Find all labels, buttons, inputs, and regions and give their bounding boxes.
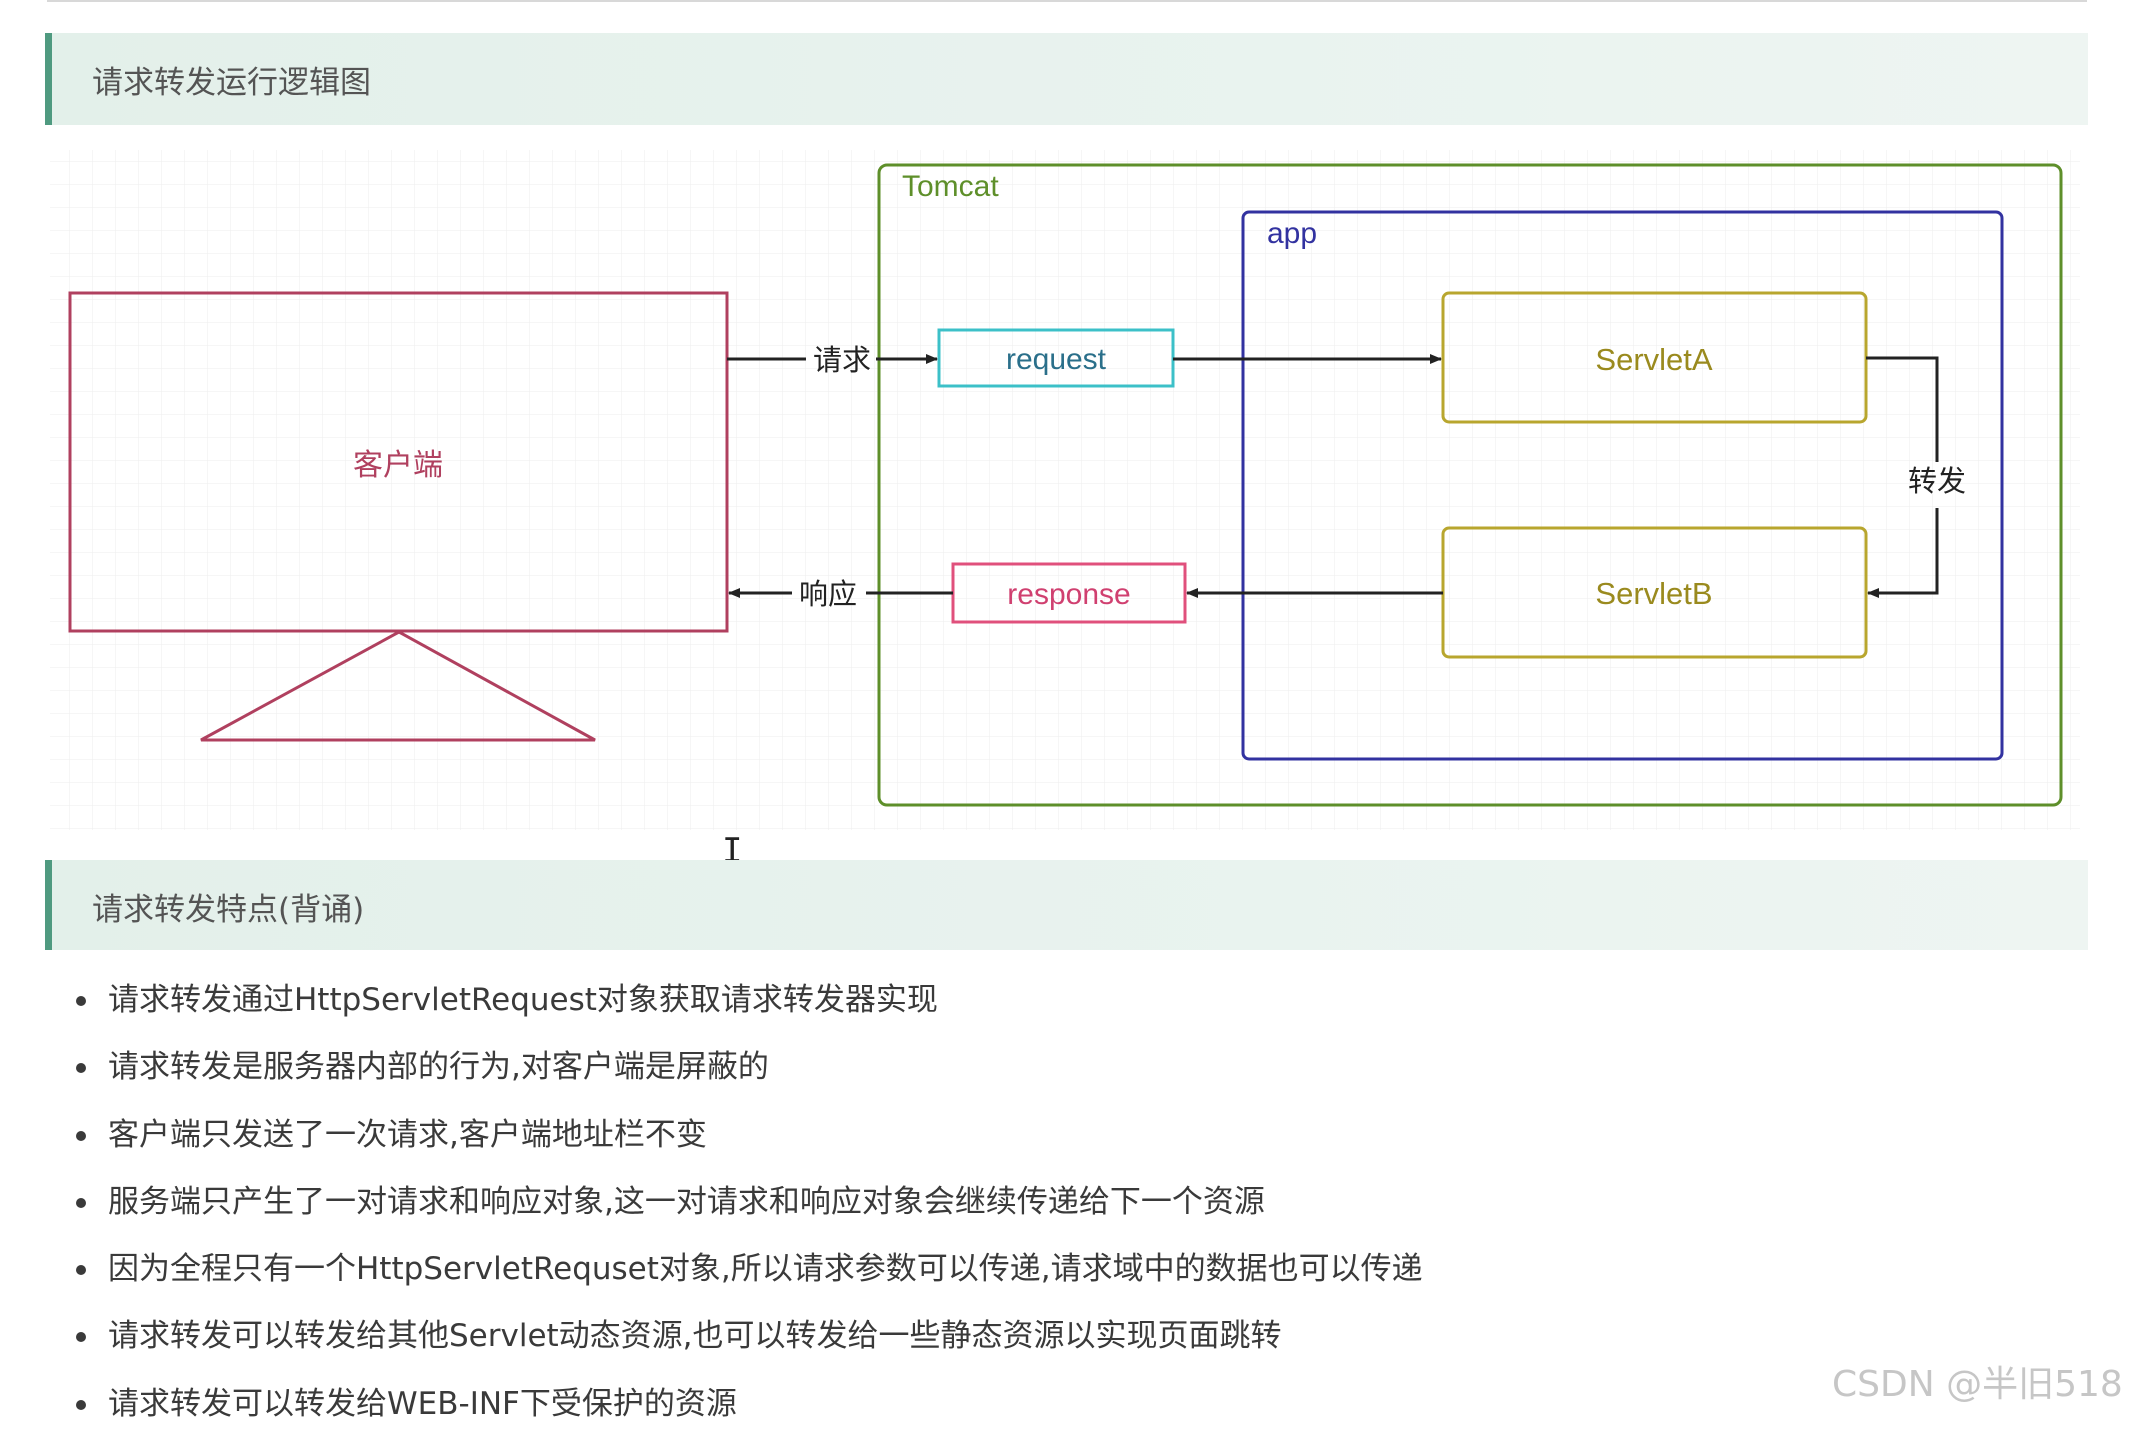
tomcat-label: Tomcat — [902, 170, 999, 203]
section-header-features: 请求转发特点(背诵) — [45, 860, 2088, 950]
list-item: 服务端只产生了一对请求和响应对象,这一对请求和响应对象会继续传递给下一个资源 — [70, 1177, 1423, 1244]
section-title: 请求转发运行逻辑图 — [92, 65, 371, 101]
forward-edge-label: 转发 — [1908, 464, 1966, 498]
list-item: 请求转发可以转发给其他Servlet动态资源,也可以转发给一些静态资源以实现页面… — [70, 1311, 1423, 1378]
feature-list: 请求转发通过HttpServletRequest对象获取请求转发器实现 请求转发… — [70, 975, 1423, 1446]
list-item: 请求转发通过HttpServletRequest对象获取请求转发器实现 — [70, 975, 1423, 1042]
servlet-b-label: ServletB — [1595, 576, 1712, 611]
list-item: 请求转发是服务器内部的行为,对客户端是屏蔽的 — [70, 1042, 1423, 1109]
app-label: app — [1267, 217, 1317, 250]
tomcat-container — [877, 163, 2063, 807]
forwarding-logic-diagram: Tomcat app 客户端 request response ServletA… — [50, 150, 2080, 830]
servlet-a-label: ServletA — [1595, 342, 1712, 377]
top-divider — [47, 0, 2087, 2]
client-label: 客户端 — [353, 448, 443, 483]
request-edge-label: 请求 — [813, 343, 871, 377]
list-item: 因为全程只有一个HttpServletRequset对象,所以请求参数可以传递,… — [70, 1244, 1423, 1311]
grid-background — [50, 150, 2080, 830]
response-label: response — [1007, 578, 1130, 611]
client-stand — [200, 630, 596, 742]
section-title: 请求转发特点(背诵) — [92, 892, 365, 928]
csdn-watermark: CSDN @半旧518 — [1832, 1364, 2123, 1405]
request-label: request — [1006, 343, 1107, 376]
list-item: 客户端只发送了一次请求,客户端地址栏不变 — [70, 1110, 1423, 1177]
forward-edge-top — [1866, 356, 1939, 462]
response-edge-label: 响应 — [799, 577, 857, 611]
forward-edge-arrow — [1867, 508, 1939, 598]
list-item: 请求转发可以转发给WEB-INF下受保护的资源 — [70, 1379, 1423, 1446]
section-header-logic-diagram: 请求转发运行逻辑图 — [45, 33, 2088, 125]
app-container — [1241, 210, 2004, 761]
